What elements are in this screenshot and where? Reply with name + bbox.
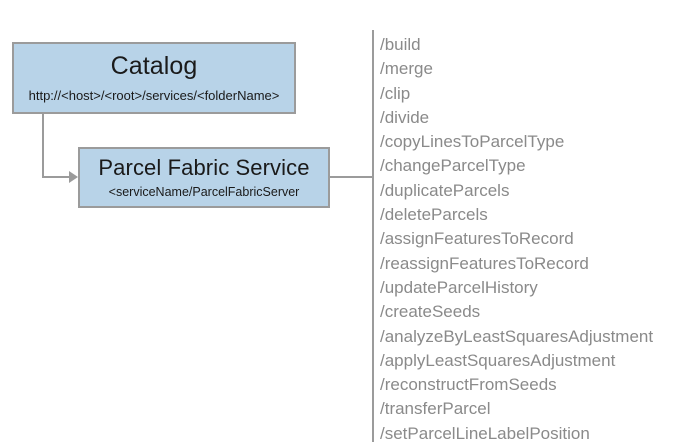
vertical-divider <box>372 30 374 442</box>
list-item: /transferParcel <box>380 399 491 419</box>
list-item: /merge <box>380 59 433 79</box>
list-item: /setParcelLineLabelPosition <box>380 423 590 442</box>
connector-service-to-divider <box>330 176 373 178</box>
connector-catalog-vertical <box>42 114 44 177</box>
node-catalog: Catalog http://<host>/<root>/services/<f… <box>12 42 296 114</box>
list-item: /reconstructFromSeeds <box>380 375 557 395</box>
list-item: /reassignFeaturesToRecord <box>380 253 589 273</box>
node-parcel-fabric-service-subtitle: <serviceName/ParcelFabricServer <box>108 185 300 199</box>
list-item: /assignFeaturesToRecord <box>380 229 574 249</box>
list-item: /duplicateParcels <box>380 180 510 200</box>
list-item: /deleteParcels <box>380 205 488 225</box>
node-parcel-fabric-service: Parcel Fabric Service <serviceName/Parce… <box>78 147 330 208</box>
list-item: /createSeeds <box>380 302 481 322</box>
list-item: /divide <box>380 107 430 127</box>
list-item: /clip <box>380 83 411 103</box>
list-item: /updateParcelHistory <box>380 277 538 297</box>
list-item: /analyzeByLeastSquaresAdjustment <box>380 326 654 346</box>
list-item: /build <box>380 35 421 54</box>
node-catalog-title: Catalog <box>110 52 198 80</box>
list-item: /copyLinesToParcelType <box>380 132 565 152</box>
arrowhead-icon <box>69 171 78 183</box>
node-catalog-subtitle: http://<host>/<root>/services/<folderNam… <box>28 88 280 103</box>
operations-list: /build /merge /clip /divide /copyLinesTo… <box>380 33 680 442</box>
connector-catalog-horizontal <box>42 176 72 178</box>
list-item: /applyLeastSquaresAdjustment <box>380 350 616 370</box>
list-item: /changeParcelType <box>380 156 526 176</box>
node-parcel-fabric-service-title: Parcel Fabric Service <box>98 155 310 180</box>
